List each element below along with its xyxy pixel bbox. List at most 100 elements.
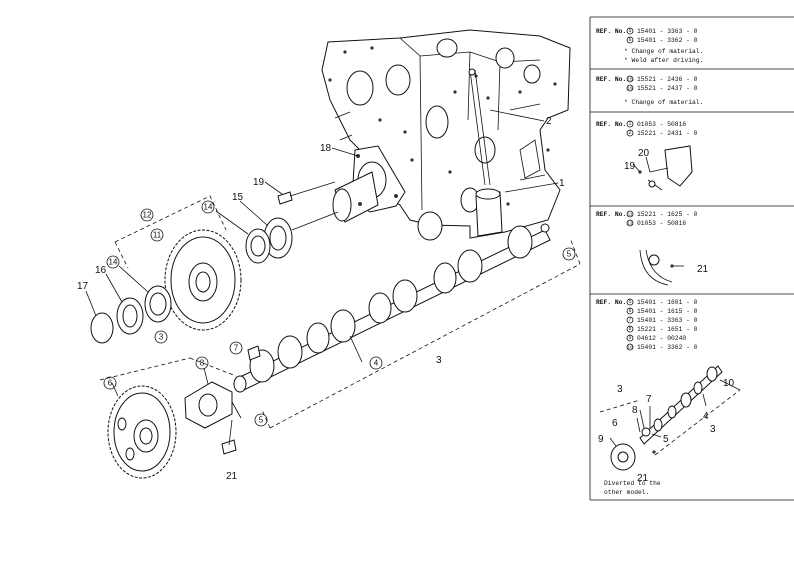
ref-panel-1: REF. No. 5 15401 - 3363 - 0 6 15401 - 33…: [590, 16, 794, 70]
panel-5-callout-10: 10: [723, 378, 735, 389]
callout-1: 1: [559, 178, 565, 189]
svg-text:15221 - 2431 - 0: 15221 - 2431 - 0: [637, 130, 698, 137]
svg-text:* Change of material.: * Change of material.: [624, 99, 703, 106]
callout-19: 19: [253, 177, 265, 188]
callout-17: 17: [77, 281, 89, 292]
circled-callout-11: 11: [150, 228, 164, 242]
panel-3-callout-20: 20: [638, 148, 650, 159]
svg-text:7: 7: [629, 317, 632, 323]
svg-text:01053 - 50816: 01053 - 50816: [637, 121, 686, 128]
svg-text:15401 - 3362 - 0: 15401 - 3362 - 0: [637, 37, 698, 44]
main-callouts: 2 1 18 19 15 17 16 3 21 12 11 14 14 3: [77, 116, 576, 482]
callout-2: 2: [546, 116, 552, 127]
thrust-plate: [184, 345, 261, 429]
circled-callout-4: 4: [369, 356, 383, 370]
svg-text:REF. No.: REF. No.: [596, 211, 626, 218]
circled-callout-6: 6: [103, 376, 117, 390]
callout-3-right: 3: [436, 355, 442, 366]
svg-text:REF. No.: REF. No.: [596, 76, 626, 83]
svg-text:3: 3: [159, 333, 164, 342]
svg-text:16: 16: [627, 86, 633, 91]
circled-callout-12: 12: [140, 208, 154, 222]
svg-text:15521 - 2436 - 0: 15521 - 2436 - 0: [637, 76, 698, 83]
svg-text:4: 4: [374, 359, 379, 368]
push-rod: [468, 68, 491, 186]
reference-panels: REF. No. 5 15401 - 3363 - 0 6 15401 - 33…: [589, 16, 794, 501]
thrust-washer-upper: [245, 211, 339, 264]
svg-text:REF. No.: REF. No.: [596, 121, 626, 128]
panel-5-callout-21: 21: [637, 473, 649, 484]
svg-text:15221 - 1651 - 0: 15221 - 1651 - 0: [637, 326, 698, 333]
panel-5-callout-5: 5: [663, 434, 669, 445]
panel-5-note-line-2: other model.: [604, 489, 649, 496]
circled-callout-14-lower: 14: [106, 255, 120, 269]
svg-text:15401 - 3363 - 0: 15401 - 3363 - 0: [637, 28, 698, 35]
svg-text:2: 2: [629, 130, 632, 136]
svg-text:15521 - 2437 - 0: 15521 - 2437 - 0: [637, 85, 698, 92]
svg-text:11: 11: [153, 231, 162, 240]
svg-text:11: 11: [628, 212, 633, 217]
callout-21: 21: [226, 471, 238, 482]
svg-text:14: 14: [109, 258, 118, 267]
svg-text:15401 - 3362 - 0: 15401 - 3362 - 0: [637, 344, 698, 351]
svg-text:5: 5: [629, 299, 632, 305]
svg-text:15401 - 3363 - 0: 15401 - 3363 - 0: [637, 317, 698, 324]
circled-callout-14-upper: 14: [201, 200, 215, 214]
panel-3-sketch: [632, 145, 693, 191]
svg-text:9: 9: [629, 335, 632, 341]
panel-5-callout-9: 9: [598, 434, 604, 445]
svg-text:15401 - 1601 - 0: 15401 - 1601 - 0: [637, 299, 698, 306]
idler-gear: [164, 229, 242, 331]
svg-text:REF. No.: REF. No.: [596, 28, 626, 35]
bearing-bracket: [332, 145, 406, 223]
svg-text:6: 6: [629, 308, 632, 314]
circled-callout-8: 8: [195, 356, 209, 370]
panel-5-callout-3-right: 3: [710, 424, 716, 435]
svg-text:10: 10: [627, 345, 633, 350]
panel-5-sketch: [599, 365, 741, 471]
panel-4-callout-21: 21: [697, 264, 709, 275]
panel-5-callout-7: 7: [646, 394, 652, 405]
panel-5-callout-6: 6: [612, 418, 618, 429]
callout-18: 18: [320, 143, 332, 154]
panel-5-note-line-1: Diverted to the: [604, 480, 661, 487]
svg-text:6: 6: [629, 37, 632, 43]
circled-callout-5-lower: 5: [254, 413, 268, 427]
bolt-19: [277, 181, 336, 205]
svg-text:15221 - 1625 - 0: 15221 - 1625 - 0: [637, 211, 698, 218]
bolt-21: [221, 419, 237, 455]
leader-lines: [85, 109, 559, 419]
svg-text:* Change of material.: * Change of material.: [624, 48, 703, 55]
panel-5-callout-4: 4: [703, 411, 709, 422]
svg-text:14: 14: [204, 203, 213, 212]
group-brackets: [99, 195, 581, 429]
panel-3-callout-19: 19: [624, 161, 636, 172]
engine-block: [321, 29, 571, 241]
thrust-washer-lower: [90, 285, 172, 344]
ref-panel-3: REF. No. 1 01053 - 50816 2 15221 - 2431 …: [590, 120, 794, 207]
svg-text:15: 15: [627, 77, 633, 82]
panel-5-callout-3-left: 3: [617, 384, 623, 395]
camshaft: [233, 223, 551, 393]
ref-panel-2: REF. No. 15 15521 - 2436 - 0 16 15521 - …: [590, 75, 794, 113]
ref-panel-4: REF. No. 11 15221 - 1625 - 0 12 01053 - …: [590, 210, 794, 295]
svg-text:1: 1: [629, 121, 632, 127]
circled-callout-7: 7: [229, 341, 243, 355]
svg-text:12: 12: [143, 211, 152, 220]
svg-text:5: 5: [567, 250, 572, 259]
panel-5-callout-8: 8: [632, 405, 638, 416]
svg-text:15401 - 1615 - 0: 15401 - 1615 - 0: [637, 308, 698, 315]
svg-text:8: 8: [629, 326, 632, 332]
panel-4-sketch: [639, 249, 684, 286]
svg-text:5: 5: [629, 28, 632, 34]
cam-gear: [107, 385, 177, 479]
circled-callout-5-right: 5: [562, 247, 576, 261]
circled-callout-3: 3: [154, 330, 168, 344]
svg-text:8: 8: [200, 359, 205, 368]
tappet: [475, 188, 503, 237]
callout-15: 15: [232, 192, 244, 203]
svg-text:04612 - 00240: 04612 - 00240: [637, 335, 686, 342]
svg-text:7: 7: [234, 344, 239, 353]
ref-panel-5: REF. No. 5 15401 - 1601 - 0 6 15401 - 16…: [590, 298, 794, 501]
